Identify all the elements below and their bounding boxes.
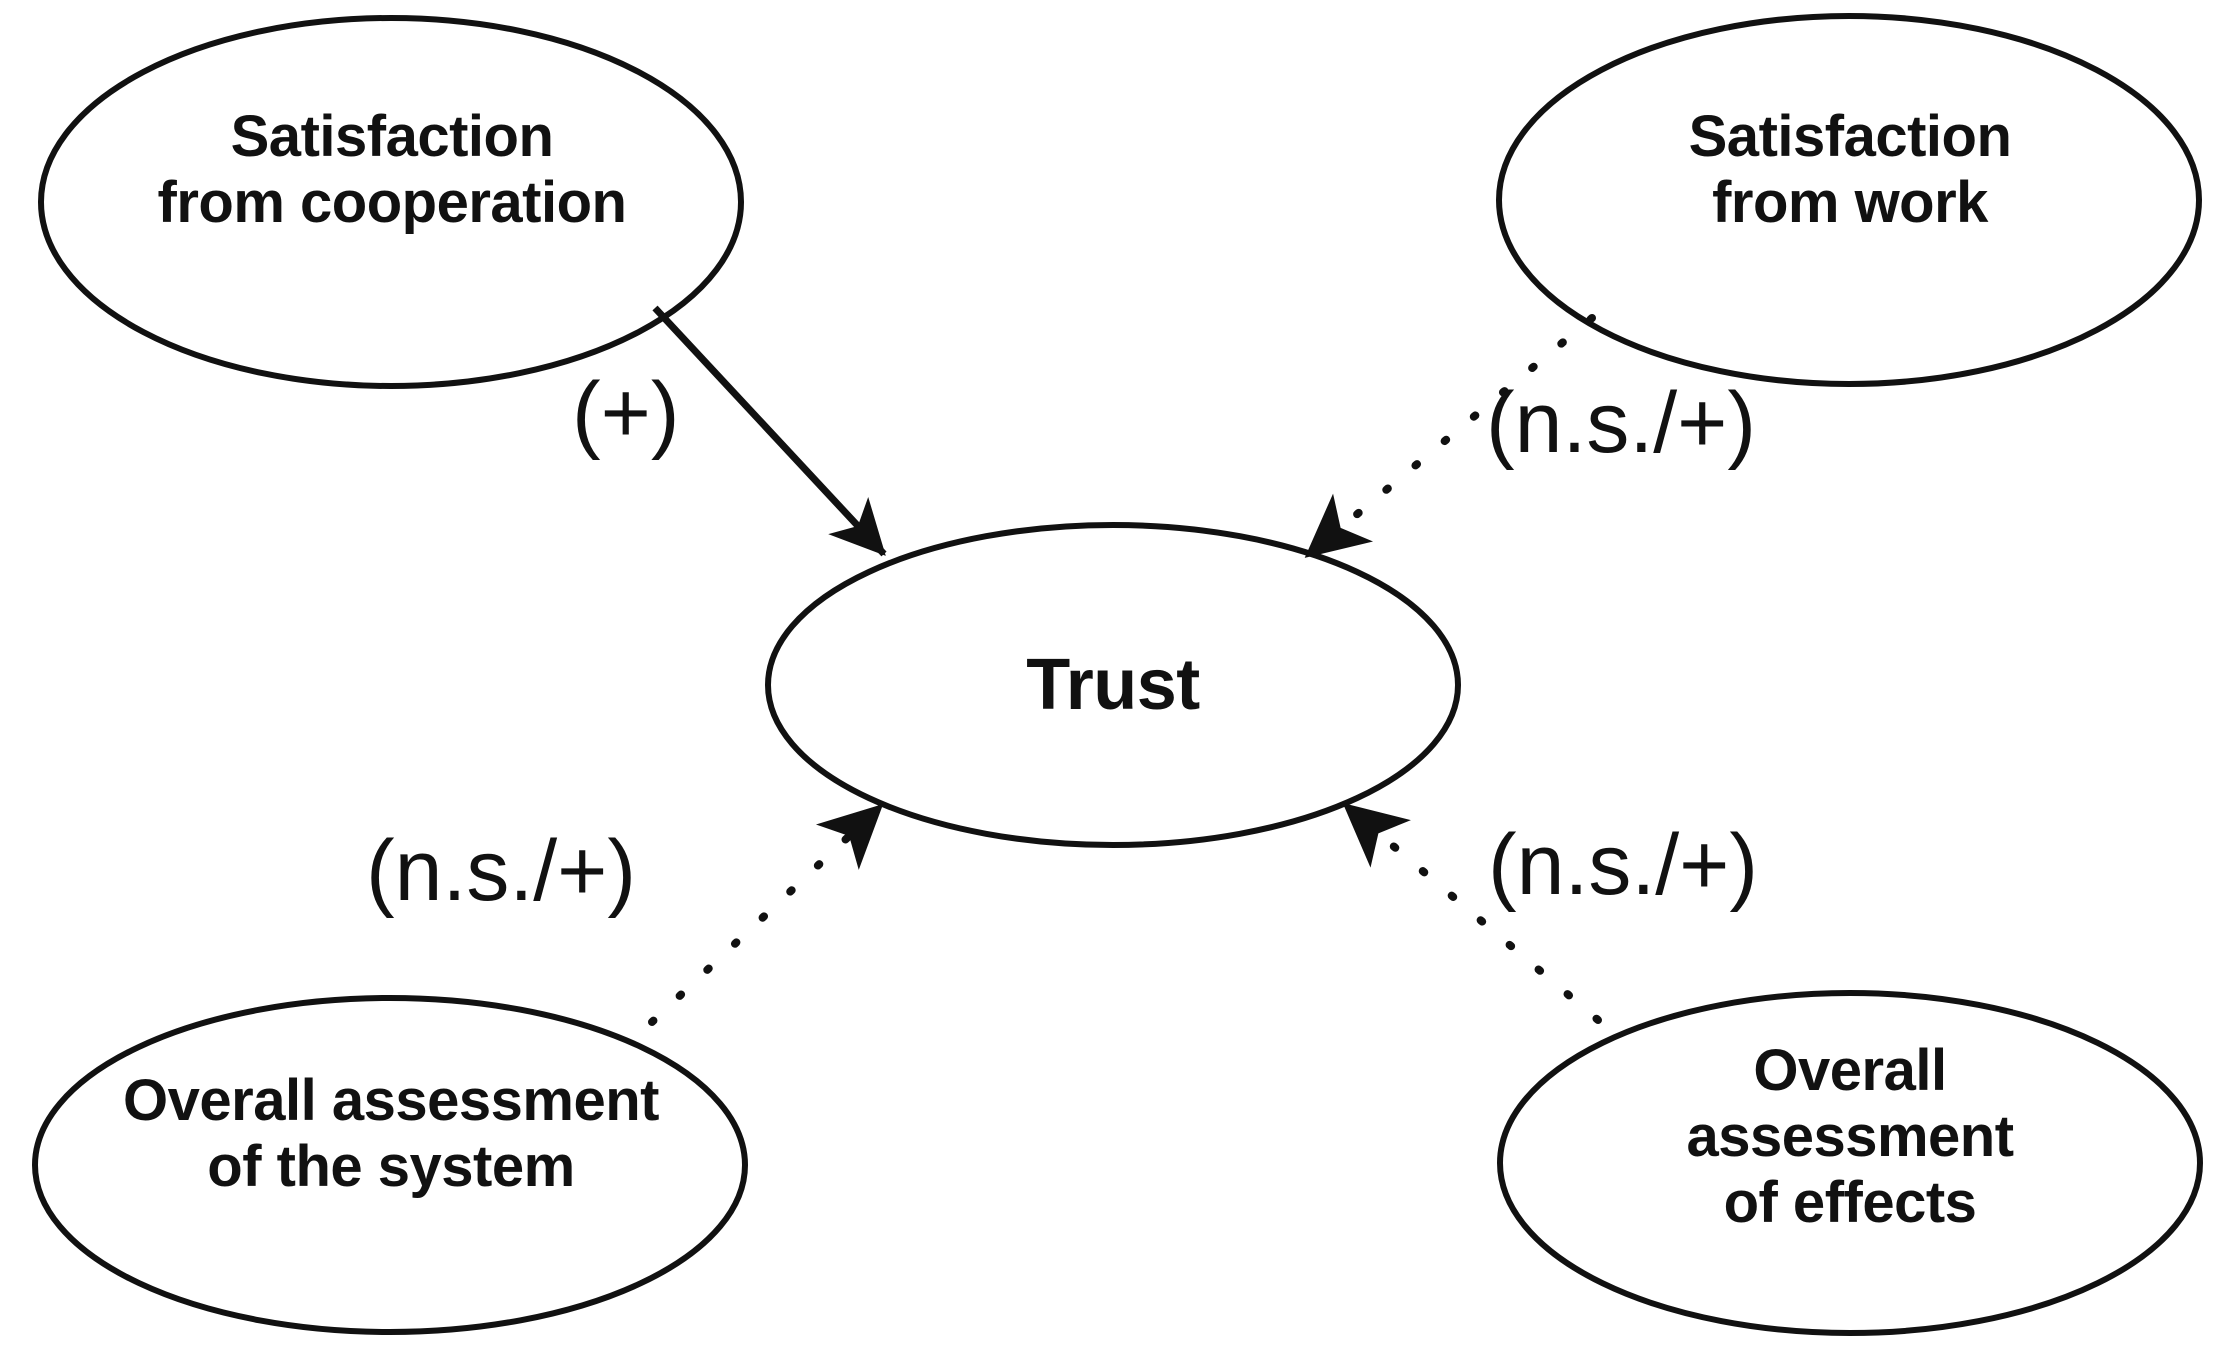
node-ellipse-satisfaction-work[interactable] — [1496, 13, 2202, 387]
edge-label-system-to-trust: (n.s./+) — [366, 823, 637, 919]
edge-label-effects-to-trust: (n.s./+) — [1488, 817, 1759, 913]
edge-line-system-to-trust[interactable] — [648, 802, 885, 1026]
node-ellipse-satisfaction-cooperation[interactable] — [38, 15, 744, 389]
node-ellipse-trust[interactable] — [765, 522, 1461, 848]
node-ellipse-overall-assessment-system[interactable] — [32, 995, 748, 1335]
edge-label-cooperation-to-trust: (+) — [572, 365, 680, 461]
node-ellipse-overall-assessment-effects[interactable] — [1497, 990, 2203, 1336]
edge-line-work-to-trust[interactable] — [1303, 314, 1596, 560]
edge-label-work-to-trust: (n.s./+) — [1486, 375, 1757, 471]
edge-line-cooperation-to-trust[interactable] — [652, 305, 887, 557]
